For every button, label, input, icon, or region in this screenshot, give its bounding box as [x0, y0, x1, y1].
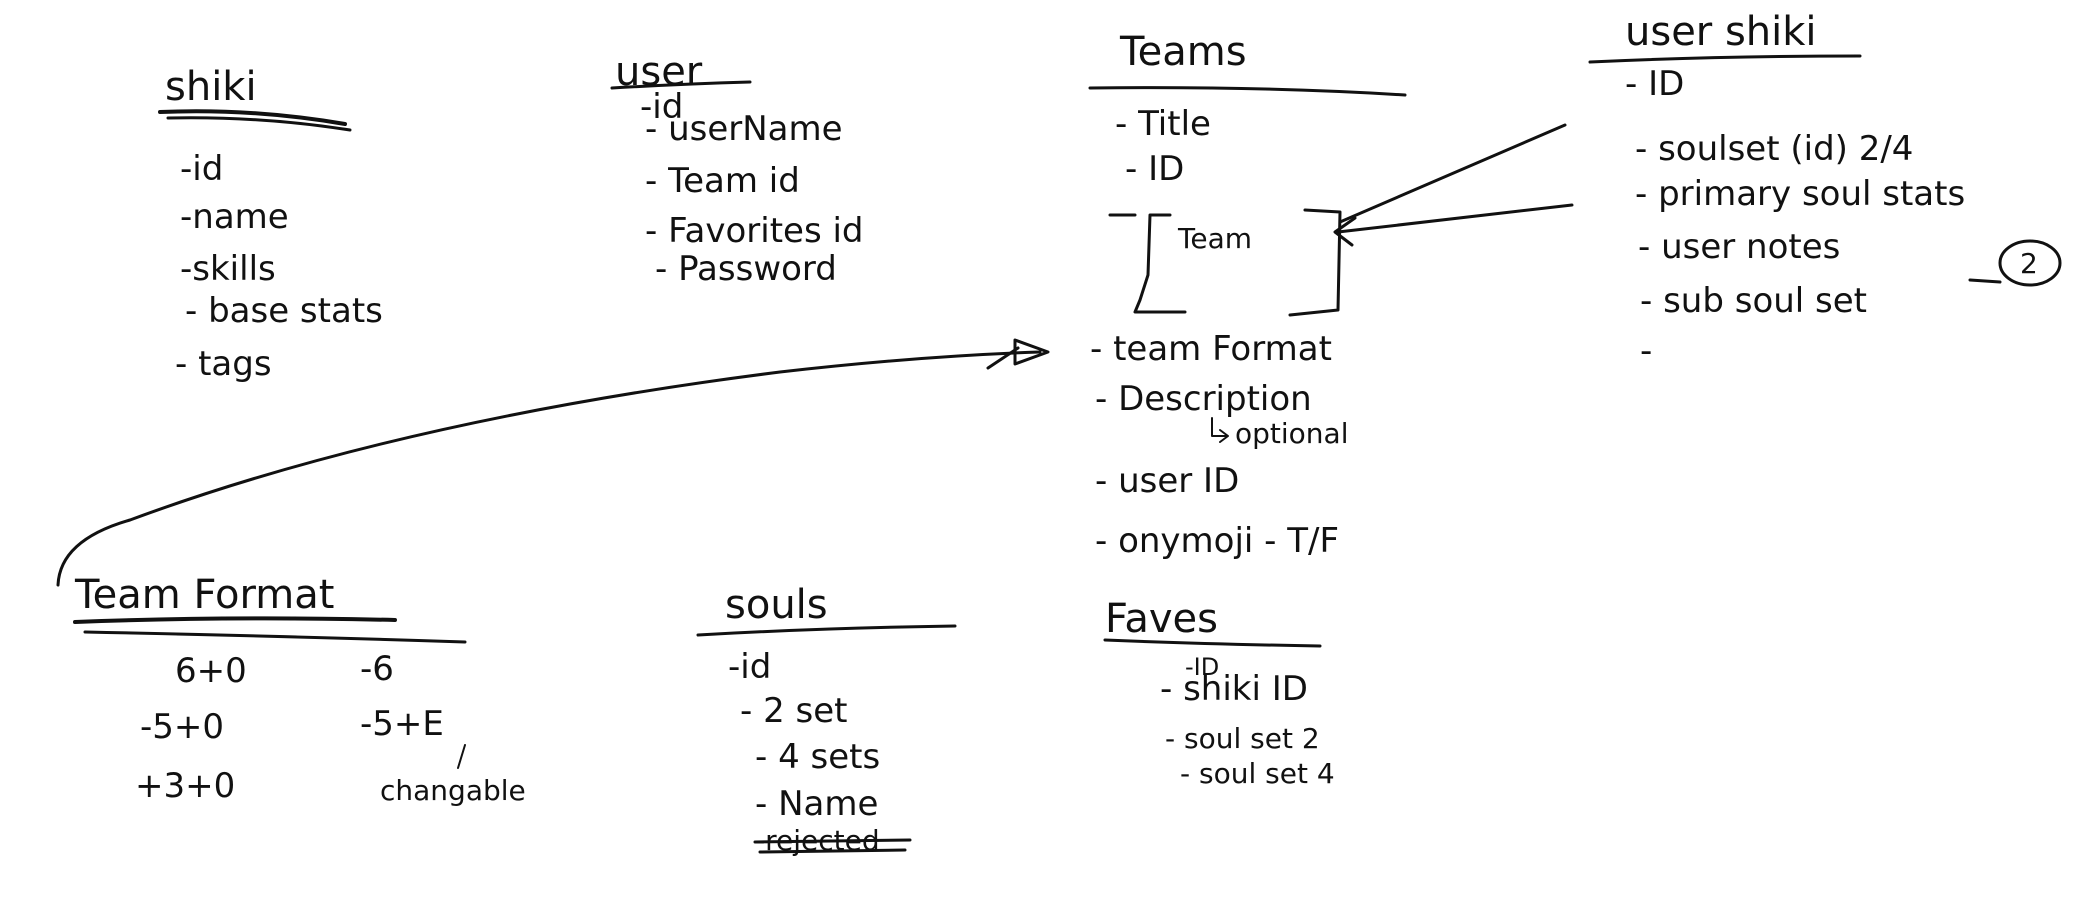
user-shiki-entity: user shiki - ID - soulset (id) 2/4 - pri…	[1588, 9, 2062, 371]
relationship-arrows	[56, 123, 1574, 587]
team-format-entity: Team Format 6+0 -6 -5+0 -5+E +3+0 changa…	[73, 572, 526, 807]
teams-title: Teams	[1119, 29, 1247, 75]
teams-field: - Title	[1115, 104, 1211, 144]
souls-field: - 2 set	[740, 691, 847, 731]
souls-title-underline	[696, 624, 957, 637]
faves-title: Faves	[1105, 596, 1218, 642]
team-format-cell: +3+0	[135, 766, 235, 806]
team-format-link-curve	[56, 350, 1042, 587]
shiki-title-underline	[158, 109, 347, 126]
user-field: - Favorites id	[645, 211, 864, 251]
strike-through-2	[758, 848, 907, 854]
teams-right-bracket	[1288, 208, 1342, 317]
optional-arrow	[1211, 417, 1227, 437]
teams-field: Team	[1177, 222, 1252, 255]
shiki-entity: shiki -id -name -skills - base stats - t…	[158, 64, 383, 384]
badge-circle	[1998, 239, 2062, 287]
teams-field: optional	[1235, 417, 1348, 450]
team-format-cell: -6	[360, 649, 394, 689]
shiki-title: shiki	[165, 64, 257, 110]
user-shiki-field: 2	[2020, 247, 2038, 280]
user-field: - Password	[655, 249, 837, 289]
teams-left-bracket	[1133, 213, 1187, 314]
faves-field: - soul set 4	[1180, 757, 1335, 790]
shiki-field: - base stats	[185, 291, 383, 331]
team-format-cell: 6+0	[175, 651, 247, 691]
team-format-underline-2	[83, 630, 467, 644]
souls-field: - 4 sets	[755, 737, 880, 777]
user-shiki-field: - sub soul set	[1640, 281, 1867, 321]
teams-field: - ID	[1125, 149, 1184, 189]
user-shiki-field: - primary soul stats	[1635, 174, 1965, 214]
shiki-field: - tags	[175, 344, 272, 384]
user-shiki-to-team-arrow-2	[1336, 203, 1574, 234]
strike-through	[753, 838, 912, 844]
team-format-cell: changable	[380, 774, 526, 807]
faves-field: - soul set 2	[1165, 722, 1320, 755]
user-field: - userName	[645, 109, 843, 149]
user-shiki-field: - soulset (id) 2/4	[1635, 129, 1913, 169]
user-field: -id	[640, 87, 683, 127]
team-format-arrow-tail	[986, 346, 1020, 370]
changable-pointer	[457, 744, 466, 769]
team-format-arrowhead	[1013, 338, 1050, 366]
souls-field: -id	[728, 647, 771, 687]
team-arrowhead	[1333, 216, 1357, 247]
souls-title: souls	[725, 582, 828, 628]
user-shiki-title-underline	[1588, 54, 1862, 64]
souls-field: - Name	[755, 784, 878, 824]
user-shiki-field: - user notes	[1638, 227, 1840, 267]
user-shiki-title: user shiki	[1625, 9, 1817, 55]
teams-entity: Teams - Title - ID Team - team Format - …	[1088, 29, 1407, 561]
shiki-field: -skills	[180, 249, 276, 289]
user-field: - Team id	[645, 161, 800, 201]
teams-field: - user ID	[1095, 461, 1239, 501]
teams-field: - Description	[1095, 379, 1312, 419]
user-entity: user -id - userName - Team id - Favorite…	[610, 49, 864, 289]
teams-title-underline	[1088, 86, 1407, 97]
user-shiki-field: -	[1640, 331, 1652, 371]
user-shiki-field: - ID	[1625, 64, 1684, 104]
souls-entity: souls -id - 2 set - 4 sets - Name -rejec…	[696, 582, 957, 857]
faves-entity: Faves -ID - shiki ID - soul set 2 - soul…	[1103, 596, 1335, 790]
faves-field: - shiki ID	[1160, 669, 1308, 709]
shiki-field: -id	[180, 149, 223, 189]
team-format-title: Team Format	[74, 572, 334, 618]
faves-field: -ID	[1185, 653, 1219, 681]
user-title-underline	[610, 80, 752, 90]
sub-soul-set-connector	[1968, 278, 2002, 284]
shiki-title-underline-2	[166, 116, 352, 132]
team-format-cell: -5+E	[360, 704, 444, 744]
team-format-cell: -5+0	[140, 707, 224, 747]
faves-title-underline	[1103, 638, 1322, 648]
teams-field: - team Format	[1090, 329, 1332, 369]
optional-arrowhead	[1219, 429, 1229, 443]
shiki-field: -name	[180, 197, 289, 237]
team-format-underline	[73, 616, 397, 624]
user-shiki-to-team-arrow	[1338, 123, 1567, 224]
teams-field: - onymoji - T/F	[1095, 521, 1339, 561]
